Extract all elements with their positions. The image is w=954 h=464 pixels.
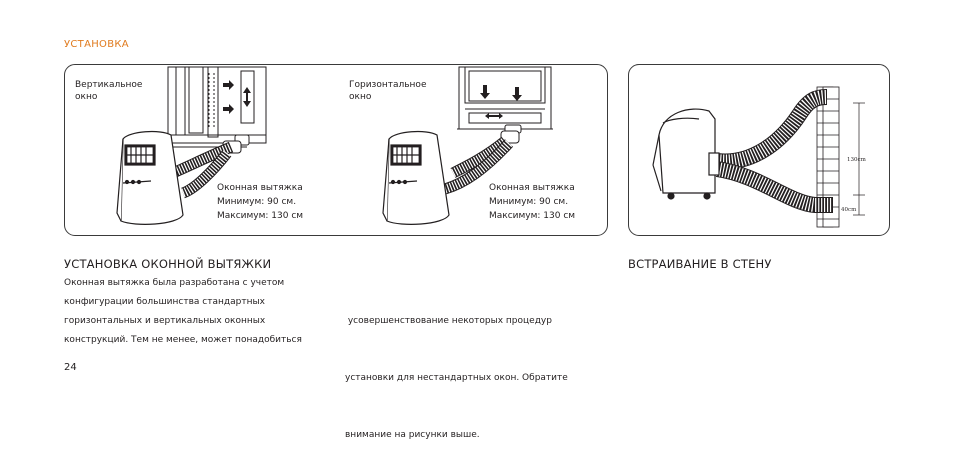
window-install-figure-panel: Вертикальное окно Оконная вытяжка Миниму… <box>64 64 608 236</box>
window-install-illustration <box>116 66 553 225</box>
horizontal-window-caption-line1: Горизонтальное <box>349 80 427 90</box>
horizontal-window-caption-line2: окно <box>349 92 372 102</box>
window-install-body-col2: усовершенствование некоторых процедур ус… <box>345 274 605 464</box>
window-install-heading: УСТАНОВКА ОКОННОЙ ВЫТЯЖКИ <box>64 257 272 271</box>
wall-drawing <box>816 86 840 228</box>
horizontal-window-spec: Оконная вытяжка Минимум: 90 см. Максимум… <box>489 181 575 223</box>
vertical-spec-title: Оконная вытяжка <box>217 183 303 193</box>
ac-unit-horizontal <box>382 130 450 225</box>
window-install-line: конструкций. Тем не менее, может понадоб… <box>64 335 302 345</box>
page-number: 24 <box>64 362 77 373</box>
vertical-window-spec: Оконная вытяжка Минимум: 90 см. Максимум… <box>217 181 303 223</box>
window-install-body-col1: Оконная вытяжка была разработана с учето… <box>64 274 332 350</box>
wall-dim-40: 40cm <box>841 207 857 213</box>
wall-hoses <box>715 89 833 213</box>
dimension-lines <box>853 102 865 216</box>
ac-unit-side-view <box>652 108 720 200</box>
wall-install-heading: ВСТРАИВАНИЕ В СТЕНУ <box>628 257 772 271</box>
window-install-line: горизонтальных и вертикальных оконных <box>64 316 266 326</box>
horizontal-spec-max: Максимум: 130 см <box>489 211 576 221</box>
window-install-line: конфигурации большинства стандартных <box>64 297 265 307</box>
horizontal-window-arrows <box>480 85 522 119</box>
vertical-window-arrows <box>223 80 251 114</box>
horizontal-window-drawing <box>457 66 553 130</box>
horizontal-hose <box>443 136 514 195</box>
vertical-spec-max: Максимум: 130 см <box>217 211 304 221</box>
window-install-line: внимание на рисунки выше. <box>345 430 480 440</box>
horizontal-spec-title: Оконная вытяжка <box>489 183 575 193</box>
section-label: УСТАНОВКА <box>64 39 129 50</box>
horizontal-window-caption: Горизонтальное окно <box>349 79 426 103</box>
window-install-line: Оконная вытяжка была разработана с учето… <box>64 278 285 288</box>
wall-dim-130: 130cm <box>847 157 866 163</box>
window-install-line: установки для нестандартных окон. Обрати… <box>345 373 568 383</box>
vertical-hose <box>172 141 234 199</box>
vertical-spec-min: Минимум: 90 см. <box>217 197 297 207</box>
vertical-window-caption-line1: Вертикальное <box>75 80 143 90</box>
window-install-line: усовершенствование некоторых процедур <box>345 316 552 326</box>
wall-install-figure-panel: 130cm 40cm <box>628 64 890 236</box>
vertical-window-caption: Вертикальное окно <box>75 79 142 103</box>
ac-unit-vertical <box>116 130 184 225</box>
horizontal-spec-min: Минимум: 90 см. <box>489 197 569 207</box>
vertical-window-caption-line2: окно <box>75 92 98 102</box>
wall-install-illustration <box>652 86 865 228</box>
vertical-window-drawing <box>163 66 267 148</box>
